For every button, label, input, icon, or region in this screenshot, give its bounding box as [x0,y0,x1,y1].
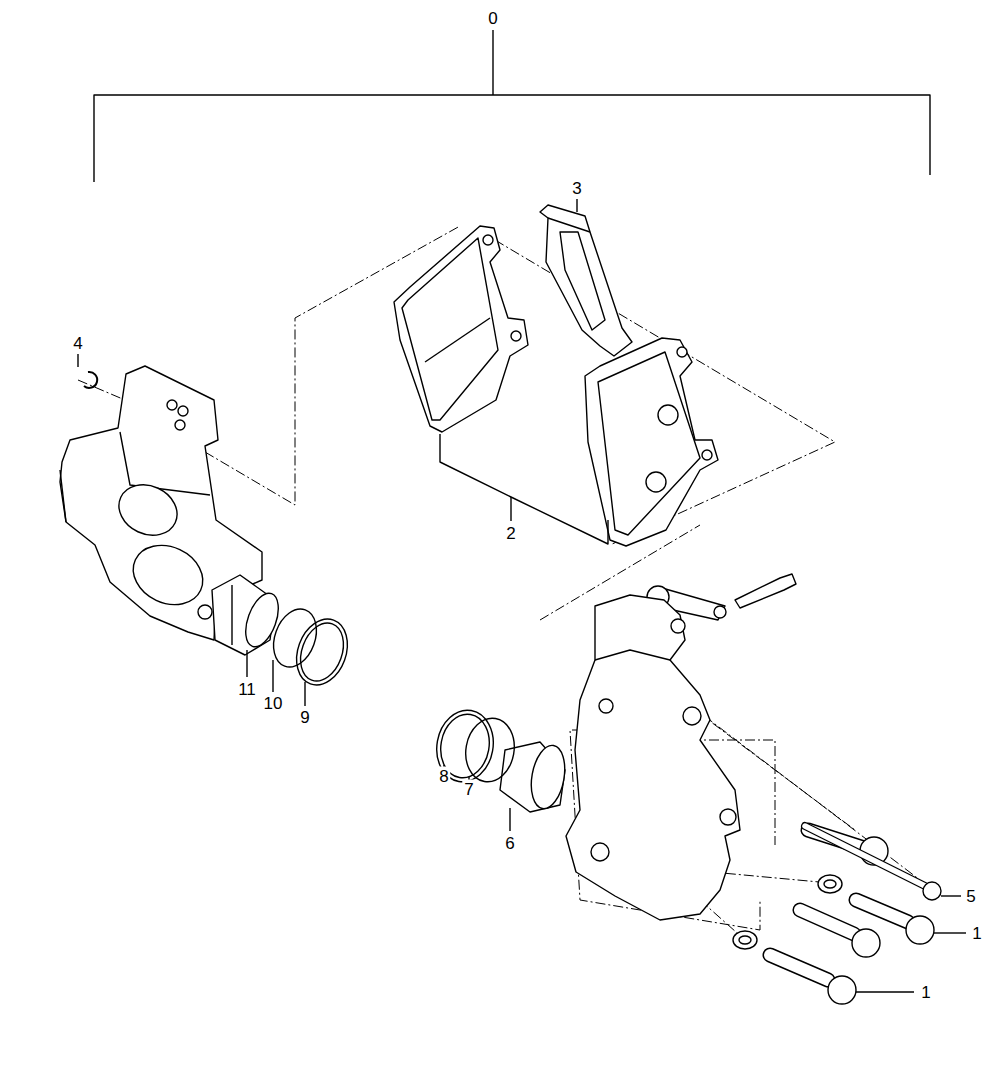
retaining-clip [84,372,97,388]
leader-lines [78,199,966,992]
callout-number: 8 [437,767,450,786]
pad-spring [540,205,632,356]
piston-inner [500,742,569,812]
caliper-inner-half [566,595,740,920]
callout-number: 6 [503,834,516,853]
bolts [733,826,941,1004]
dust-seal [288,612,356,692]
callout-number: 3 [570,179,583,198]
callout-number: 10 [262,694,285,713]
callout-number: 9 [298,708,311,727]
callout-number: 7 [462,780,475,799]
dust-seal-inner [293,617,351,687]
group-bracket [94,30,930,182]
dust-seal [431,706,499,787]
brake-pad [394,226,528,432]
seal-ring [266,603,324,673]
callout-number: 5 [964,887,977,906]
callout-number: 0 [486,9,499,28]
callout-number: 1 [919,983,932,1002]
brake-pad [585,338,718,546]
callout-number: 4 [71,334,84,353]
callout-number: 2 [504,524,517,543]
callout-number: 1 [970,924,983,943]
callout-number: 11 [236,680,258,699]
